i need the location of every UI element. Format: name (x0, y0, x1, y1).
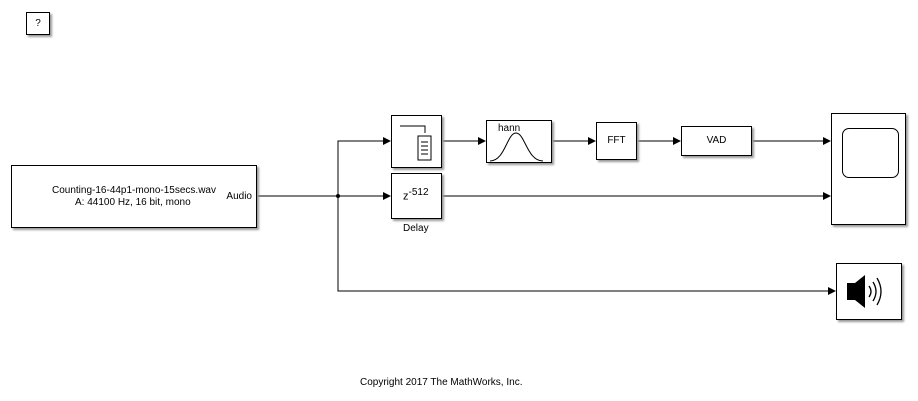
delay-exponent: -512 (408, 187, 429, 198)
delay-base: z (403, 190, 409, 203)
audio-file-reader-block[interactable]: Counting-16-44p1-mono-15secs.wav A: 4410… (11, 165, 257, 228)
scope-block[interactable] (831, 113, 906, 225)
buffer-block[interactable] (391, 115, 442, 168)
window-function-block[interactable]: hann (486, 120, 552, 163)
help-label: ? (35, 18, 41, 29)
vad-block[interactable]: VAD (681, 126, 752, 156)
delay-expression: z-512 (403, 187, 429, 203)
audio-device-writer-block[interactable] (836, 263, 902, 320)
vad-label: VAD (706, 135, 727, 146)
window-label: hann (498, 123, 521, 134)
buffer-icon (400, 125, 432, 161)
fft-label: FFT (607, 135, 626, 146)
delay-block[interactable]: z-512 (391, 173, 442, 219)
source-port-label: Audio (226, 191, 252, 202)
help-button[interactable]: ? (26, 12, 50, 35)
source-info: A: 44100 Hz, 16 bit, mono (75, 197, 191, 208)
copyright-text: Copyright 2017 The MathWorks, Inc. (360, 377, 523, 388)
fft-block[interactable]: FFT (596, 122, 637, 160)
scope-screen-icon (842, 128, 899, 178)
speaker-icon (847, 275, 882, 308)
hann-curve-icon (489, 132, 544, 162)
delay-caption: Delay (403, 223, 429, 234)
source-file: Counting-16-44p1-mono-15secs.wav (52, 185, 216, 196)
